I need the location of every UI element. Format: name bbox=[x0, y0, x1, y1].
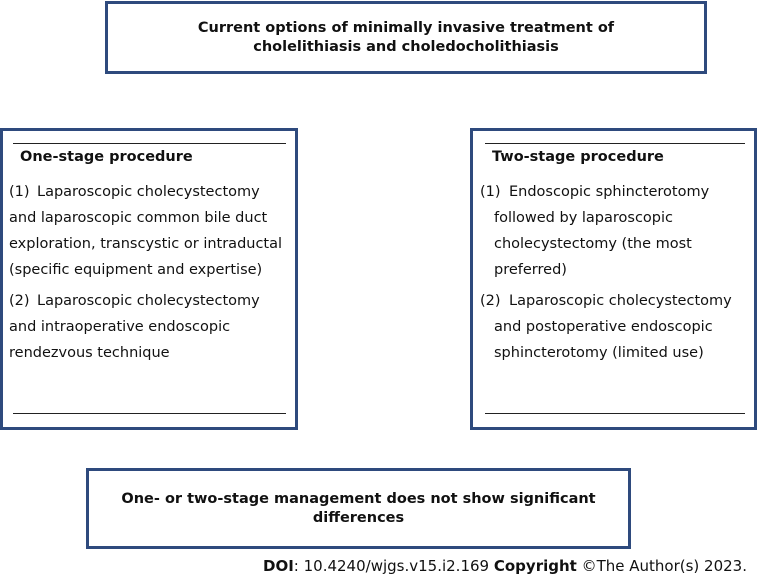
one-stage-item-1-number: (1) bbox=[9, 184, 30, 200]
two-stage-item-2-number: (2) bbox=[480, 293, 501, 309]
copyright-label: Copyright bbox=[493, 557, 577, 575]
title-box: Current options of minimally invasive tr… bbox=[105, 1, 707, 74]
one-stage-box: One-stage procedure (1) Laparoscopic cho… bbox=[0, 128, 298, 430]
doi-value: : 10.4240/wjgs.v15.i2.169 bbox=[293, 557, 494, 575]
one-stage-item-2-text: Laparoscopic cholecystectomy and intraop… bbox=[0, 288, 291, 366]
two-stage-box: Two-stage procedure (1) Endoscopic sphin… bbox=[470, 128, 757, 430]
diagram-title: Current options of minimally invasive tr… bbox=[197, 19, 615, 55]
two-stage-heading: Two-stage procedure bbox=[492, 149, 664, 165]
one-stage-item-2: (2) Laparoscopic cholecystectomy and int… bbox=[9, 288, 291, 366]
doi-copyright-footer: DOI: 10.4240/wjgs.v15.i2.169 Copyright ©… bbox=[263, 556, 747, 576]
conclusion-box: One- or two-stage management does not sh… bbox=[86, 468, 631, 549]
one-stage-heading: One-stage procedure bbox=[20, 149, 193, 165]
one-stage-item-2-text-content: Laparoscopic cholecystectomy and intraop… bbox=[9, 293, 260, 361]
two-stage-item-1-text-content: Endoscopic sphincterotomy followed by la… bbox=[494, 184, 710, 278]
doi-label: DOI bbox=[263, 557, 294, 575]
two-stage-item-2: (2) Laparoscopic cholecystectomy and pos… bbox=[480, 288, 746, 366]
conclusion-text: One- or two-stage management does not sh… bbox=[121, 490, 596, 526]
one-stage-top-rule bbox=[13, 143, 286, 144]
two-stage-bottom-rule bbox=[485, 413, 745, 414]
one-stage-item-1: (1) Laparoscopic cholecystectomy and lap… bbox=[9, 179, 291, 283]
two-stage-item-1: (1) Endoscopic sphincterotomy followed b… bbox=[480, 179, 746, 283]
two-stage-item-2-text: Laparoscopic cholecystectomy and postope… bbox=[480, 288, 746, 366]
one-stage-item-1-text-content: Laparoscopic cholecystectomy and laparos… bbox=[9, 184, 283, 278]
copyright-value: ©The Author(s) 2023. bbox=[576, 557, 747, 575]
one-stage-item-1-text: Laparoscopic cholecystectomy and laparos… bbox=[0, 179, 291, 283]
one-stage-bottom-rule bbox=[13, 413, 286, 414]
two-stage-item-1-text: Endoscopic sphincterotomy followed by la… bbox=[480, 179, 746, 283]
two-stage-top-rule bbox=[485, 143, 745, 144]
two-stage-item-2-text-content: Laparoscopic cholecystectomy and postope… bbox=[494, 293, 732, 361]
one-stage-item-2-number: (2) bbox=[9, 293, 30, 309]
two-stage-item-1-number: (1) bbox=[480, 184, 501, 200]
